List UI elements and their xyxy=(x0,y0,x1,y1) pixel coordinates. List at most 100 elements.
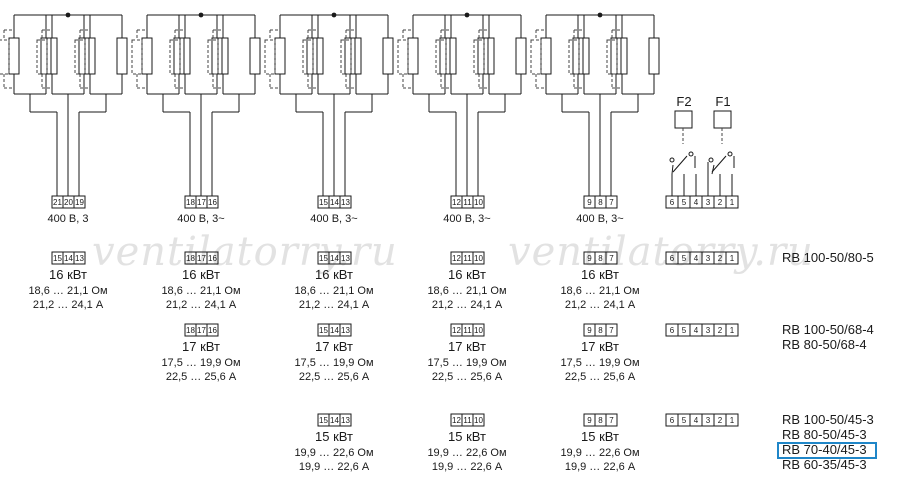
terminal-cell xyxy=(472,251,485,265)
optional-heater-element xyxy=(207,39,219,75)
star-point xyxy=(65,12,71,18)
heater-element xyxy=(217,37,229,75)
terminal-number: 7 xyxy=(609,416,614,425)
terminal-cell xyxy=(725,413,739,427)
thermostat-wire xyxy=(711,164,715,175)
terminal-number: 2 xyxy=(718,326,723,335)
star-point xyxy=(198,12,204,18)
supply-voltage-label: 400 В, 3~ xyxy=(177,213,224,225)
terminal-cell xyxy=(605,251,618,265)
resistance-range: 18,6 … 21,1 Ом xyxy=(294,285,373,297)
heater-element xyxy=(8,37,20,75)
terminal-number: 9 xyxy=(587,326,592,335)
thermal-switch-label: F2 xyxy=(676,94,691,109)
terminal-number: 2 xyxy=(718,416,723,425)
terminal-number: 6 xyxy=(670,198,675,207)
resistance-range: 18,6 … 21,1 Ом xyxy=(560,285,639,297)
heater-element xyxy=(578,37,590,75)
terminal-number: 11 xyxy=(463,416,472,425)
terminal-number: 11 xyxy=(463,254,472,263)
power-rating: 15 кВт xyxy=(315,429,353,444)
star-point xyxy=(331,12,337,18)
heater-element xyxy=(249,37,261,75)
terminal-cell xyxy=(73,251,86,265)
resistance-range: 17,5 … 19,9 Ом xyxy=(427,357,506,369)
heater-element xyxy=(78,37,90,75)
terminal-cell xyxy=(472,195,485,209)
terminal-number: 9 xyxy=(587,416,592,425)
terminal-cell xyxy=(339,323,352,337)
resistance-range: 19,9 … 22,6 Ом xyxy=(427,447,506,459)
terminal-number: 6 xyxy=(670,416,675,425)
terminal-number: 15 xyxy=(319,326,328,335)
terminal-cell xyxy=(472,413,485,427)
optional-heater-element xyxy=(264,39,276,75)
terminal-cell xyxy=(605,323,618,337)
terminal-number: 16 xyxy=(208,198,217,207)
watermark-right: ventilatorry.ru xyxy=(508,229,814,275)
heater-element xyxy=(483,37,495,75)
terminal-number: 11 xyxy=(463,326,472,335)
heater-element xyxy=(46,37,58,75)
terminal-number: 20 xyxy=(64,198,73,207)
optional-heater-element xyxy=(530,39,542,75)
terminal-number: 4 xyxy=(694,326,699,335)
model-designation: RB 100-50/80-5 xyxy=(782,250,874,265)
terminal-number: 8 xyxy=(598,198,603,207)
heater-element xyxy=(40,37,52,75)
terminal-number: 1 xyxy=(730,254,735,263)
terminal-number: 14 xyxy=(330,326,339,335)
terminal-number: 7 xyxy=(609,198,614,207)
resistance-range: 19,9 … 22,6 Ом xyxy=(294,447,373,459)
current-range: 19,9 … 22,6 А xyxy=(299,461,370,473)
current-range: 21,2 … 24,1 А xyxy=(166,299,237,311)
terminal-number: 12 xyxy=(452,416,461,425)
terminal-number: 1 xyxy=(730,326,735,335)
terminal-number: 6 xyxy=(670,326,675,335)
resistance-range: 19,9 … 22,6 Ом xyxy=(560,447,639,459)
terminal-number: 21 xyxy=(53,198,62,207)
heater-element xyxy=(616,37,628,75)
terminal-cell xyxy=(339,195,352,209)
supply-voltage-label: 400 В, 3 xyxy=(48,213,89,225)
terminal-cell xyxy=(339,413,352,427)
model-designation: RB 100-50/45-3 xyxy=(782,412,874,427)
star-point xyxy=(597,12,603,18)
optional-heater-element xyxy=(397,39,409,75)
terminal-number: 3 xyxy=(706,416,711,425)
terminal-number: 12 xyxy=(452,326,461,335)
terminal-number: 12 xyxy=(452,198,461,207)
heater-element xyxy=(350,37,362,75)
terminal-number: 13 xyxy=(341,254,350,263)
terminal-number: 7 xyxy=(609,326,614,335)
heater-element xyxy=(173,37,185,75)
optional-heater-element xyxy=(169,39,181,75)
terminal-number: 4 xyxy=(694,198,699,207)
thermal-switch-box xyxy=(674,110,693,129)
terminal-number: 13 xyxy=(341,416,350,425)
terminal-number: 15 xyxy=(53,254,62,263)
